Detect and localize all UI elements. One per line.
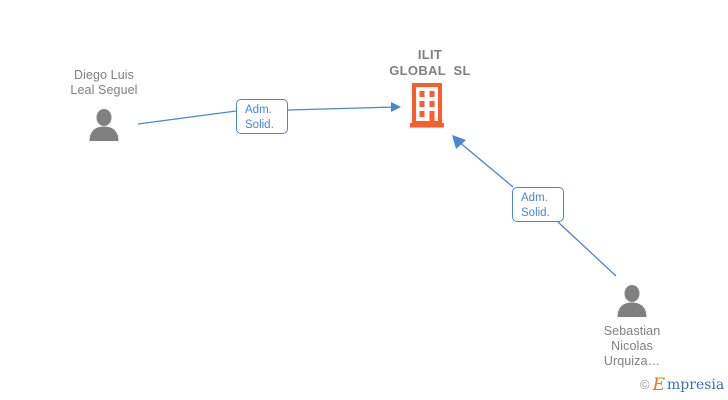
person-left-name: Diego Luis Leal Seguel [70, 68, 138, 97]
connector-label-to-company [287, 106, 397, 111]
person-right-name: Sebastian Nicolas Urquiza… [603, 324, 661, 368]
relation-label-adm-solid-right[interactable]: Adm. Solid. [512, 187, 564, 222]
building-icon[interactable] [410, 83, 444, 129]
arrowhead-to-company-left [391, 102, 401, 112]
brand-initial: E [652, 375, 666, 395]
copyright-icon: © [640, 377, 650, 392]
person-icon[interactable] [85, 109, 123, 141]
brand-name: mpresia [667, 377, 725, 393]
relation-label-adm-solid-left[interactable]: Adm. Solid. [236, 99, 288, 134]
connector-person-right-to-label [557, 221, 617, 277]
watermark: © E mpresia [640, 375, 725, 395]
connector-person-left-to-label [137, 110, 237, 125]
connector-label-to-company-right [457, 140, 514, 188]
company-name: ILIT GLOBAL SL [389, 47, 471, 78]
arrowhead-to-company-right [452, 135, 466, 149]
person-icon[interactable] [613, 285, 651, 317]
